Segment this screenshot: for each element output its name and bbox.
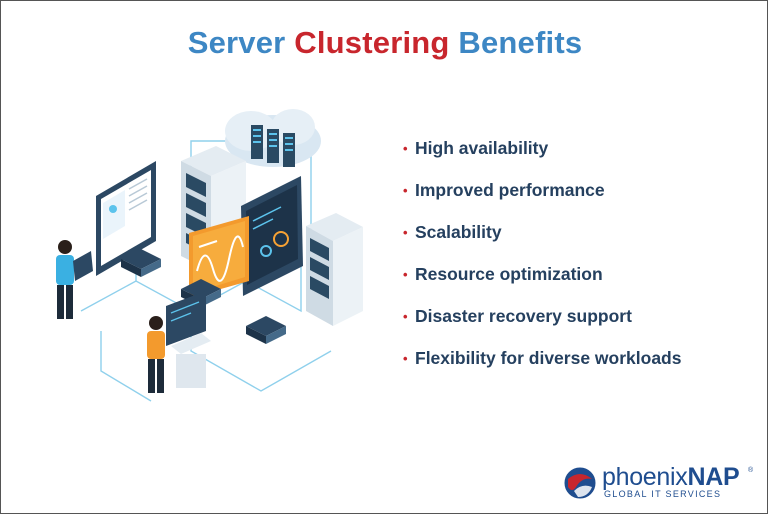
benefit-label: Scalability <box>415 222 502 242</box>
page-title: Server Clustering Benefits <box>1 25 768 61</box>
person-with-laptop-icon <box>56 240 93 319</box>
document-screen-icon <box>96 161 156 276</box>
logo-tagline: GLOBAL IT SERVICES <box>604 489 722 499</box>
benefit-label: Disaster recovery support <box>415 306 632 326</box>
monitor-icon <box>241 176 303 296</box>
bullet-icon: • <box>403 351 408 366</box>
list-item: • Disaster recovery support <box>403 306 681 348</box>
list-item: • Scalability <box>403 222 681 264</box>
analytics-chart-icon <box>189 216 249 298</box>
logo-brand-suffix: NAP <box>687 463 740 491</box>
phoenixnap-logo: phoenixNAP ® GLOBAL IT SERVICES <box>562 463 762 507</box>
list-item: • Improved performance <box>403 180 681 222</box>
list-item: • High availability <box>403 138 681 180</box>
server-rack-right-icon <box>306 213 363 326</box>
bullet-icon: • <box>403 141 408 156</box>
registered-mark: ® <box>748 467 754 474</box>
logo-brand-prefix: phoenix <box>602 463 688 491</box>
list-item: • Flexibility for diverse workloads <box>403 348 681 390</box>
person-at-terminal-icon <box>147 291 211 393</box>
benefit-label: Improved performance <box>415 180 605 200</box>
logo-brand-text: phoenixNAP <box>602 463 740 492</box>
title-word-benefits: Benefits <box>458 25 583 60</box>
title-word-server: Server <box>187 25 286 60</box>
cloud-storage-icon <box>225 109 321 167</box>
benefit-label: Flexibility for diverse workloads <box>415 348 682 368</box>
benefit-label: Resource optimization <box>415 264 603 284</box>
benefit-label: High availability <box>415 138 549 158</box>
benefits-list: • High availability • Improved performance… <box>403 138 681 390</box>
bullet-icon: • <box>403 267 408 282</box>
list-item: • Resource optimization <box>403 264 681 306</box>
bullet-icon: • <box>403 309 408 324</box>
bullet-icon: • <box>403 183 408 198</box>
bullet-icon: • <box>403 225 408 240</box>
title-word-clustering: Clustering <box>294 25 450 60</box>
globe-logo-icon <box>563 466 597 500</box>
server-cluster-illustration <box>56 109 363 402</box>
